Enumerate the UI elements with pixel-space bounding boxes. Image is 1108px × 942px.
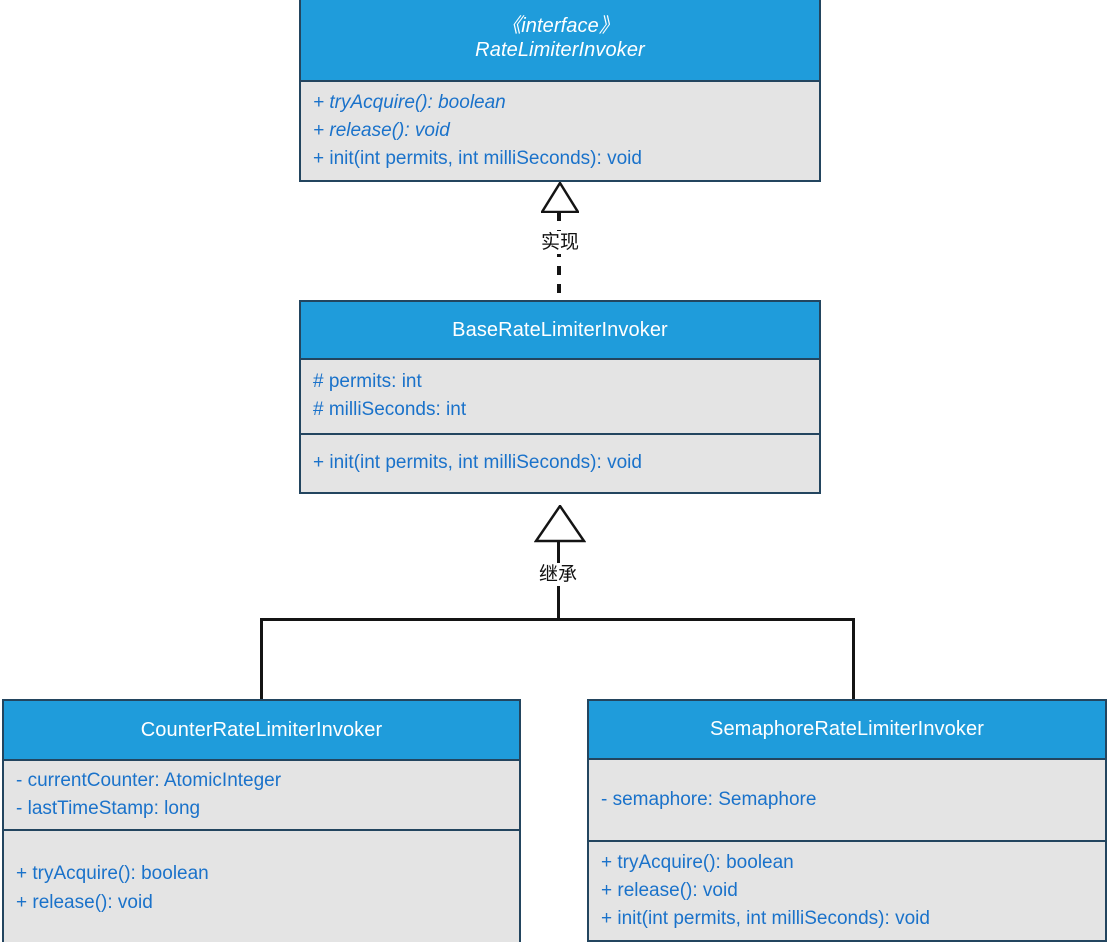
- attribute-item: # milliSeconds: int: [313, 399, 467, 421]
- class-header-rate-limiter-invoker: 《interface》 RateLimiterInvoker: [301, 0, 819, 82]
- class-name: RateLimiterInvoker: [475, 39, 645, 61]
- method-item: + release(): void: [313, 119, 450, 141]
- method-item: + init(int permits, int milliSeconds): v…: [313, 452, 642, 474]
- realization-line: [557, 212, 561, 302]
- class-header-counter-rate-limiter-invoker: CounterRateLimiterInvoker: [4, 701, 519, 761]
- generalization-branch-right: [852, 618, 855, 700]
- class-box-rate-limiter-invoker[interactable]: 《interface》 RateLimiterInvoker + tryAcqu…: [299, 0, 821, 182]
- method-item: + tryAcquire(): boolean: [601, 851, 794, 873]
- class-methods-rate-limiter-invoker: + tryAcquire(): boolean + release(): voi…: [301, 82, 819, 180]
- realization-label: 实现: [538, 231, 583, 254]
- realization-arrowhead: [541, 182, 579, 213]
- generalization-label: 继承: [536, 563, 581, 586]
- generalization-arrowhead: [534, 505, 586, 543]
- attribute-item: # permits: int: [313, 371, 422, 393]
- class-methods-counter-rate-limiter-invoker: + tryAcquire(): boolean + release(): voi…: [4, 829, 519, 942]
- attribute-item: - lastTimeStamp: long: [16, 798, 201, 819]
- class-header-base-rate-limiter-invoker: BaseRateLimiterInvoker: [301, 302, 819, 360]
- class-box-base-rate-limiter-invoker[interactable]: BaseRateLimiterInvoker # permits: int # …: [299, 300, 821, 494]
- class-name: CounterRateLimiterInvoker: [140, 718, 383, 741]
- class-box-semaphore-rate-limiter-invoker[interactable]: SemaphoreRateLimiterInvoker - semaphore:…: [587, 699, 1107, 942]
- class-methods-semaphore-rate-limiter-invoker: + tryAcquire(): boolean + release(): voi…: [589, 840, 1105, 940]
- class-methods-base-rate-limiter-invoker: + init(int permits, int milliSeconds): v…: [301, 432, 819, 492]
- generalization-fork-bar: [260, 618, 855, 621]
- method-item: + tryAcquire(): boolean: [313, 91, 506, 113]
- class-stereotype: 《interface》: [501, 14, 619, 37]
- method-item: + init(int permits, int milliSeconds): v…: [601, 908, 930, 930]
- attribute-item: - semaphore: Semaphore: [601, 788, 817, 810]
- class-attributes-semaphore-rate-limiter-invoker: - semaphore: Semaphore: [589, 760, 1105, 840]
- attribute-item: - currentCounter: AtomicInteger: [16, 769, 282, 791]
- class-header-semaphore-rate-limiter-invoker: SemaphoreRateLimiterInvoker: [589, 701, 1105, 761]
- class-attributes-base-rate-limiter-invoker: # permits: int # milliSeconds: int: [301, 359, 819, 433]
- method-item: + release(): void: [601, 879, 738, 901]
- class-box-counter-rate-limiter-invoker[interactable]: CounterRateLimiterInvoker - currentCount…: [2, 699, 521, 942]
- method-item: + release(): void: [16, 891, 153, 913]
- generalization-branch-left: [260, 618, 263, 700]
- method-item: + tryAcquire(): boolean: [16, 863, 209, 885]
- method-item: + init(int permits, int milliSeconds): v…: [313, 148, 642, 170]
- class-name: BaseRateLimiterInvoker: [452, 318, 668, 341]
- class-attributes-counter-rate-limiter-invoker: - currentCounter: AtomicInteger - lastTi…: [4, 761, 519, 829]
- class-name: SemaphoreRateLimiterInvoker: [710, 718, 984, 741]
